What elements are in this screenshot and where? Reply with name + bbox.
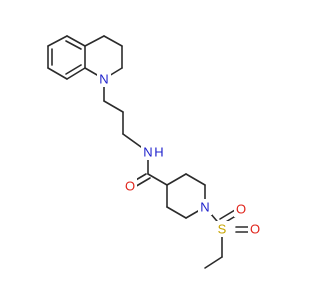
bond	[166, 206, 187, 219]
atom-nh-amide: N H	[141, 144, 165, 160]
atom-symbol: S	[218, 222, 227, 237]
atom-symbol: O	[250, 222, 260, 237]
bond	[147, 173, 168, 186]
bond	[103, 35, 123, 47]
bond	[84, 35, 105, 47]
bond	[47, 35, 68, 47]
atom-symbol: H	[154, 145, 163, 160]
atom-o-carbonyl: O	[123, 178, 137, 194]
atom-o-sulfonyl-1: O	[234, 201, 248, 217]
bond	[47, 67, 68, 80]
bond	[66, 67, 86, 80]
atom-symbol: N	[99, 72, 108, 87]
atom-symbol: O	[125, 179, 135, 194]
atom-symbol: N	[200, 200, 209, 215]
bond	[66, 35, 86, 47]
bond	[166, 173, 187, 186]
atom-s-sulfonyl: S	[215, 221, 229, 237]
atom-o-sulfonyl-2: O	[248, 221, 262, 237]
atom-symbol: N	[143, 145, 152, 160]
bond	[204, 256, 223, 269]
atom-symbol: O	[236, 202, 246, 217]
molecule-diagram: N N H O N S O O	[47, 35, 262, 269]
bond	[219, 209, 236, 220]
bond	[65, 64, 82, 75]
bond	[103, 100, 124, 113]
bond	[185, 173, 206, 186]
atom-n-piperidine: N	[198, 199, 212, 215]
atom-labels: N N H O N S O O	[97, 71, 262, 237]
atom-n-quinoline: N	[97, 71, 111, 87]
bond	[65, 40, 82, 50]
